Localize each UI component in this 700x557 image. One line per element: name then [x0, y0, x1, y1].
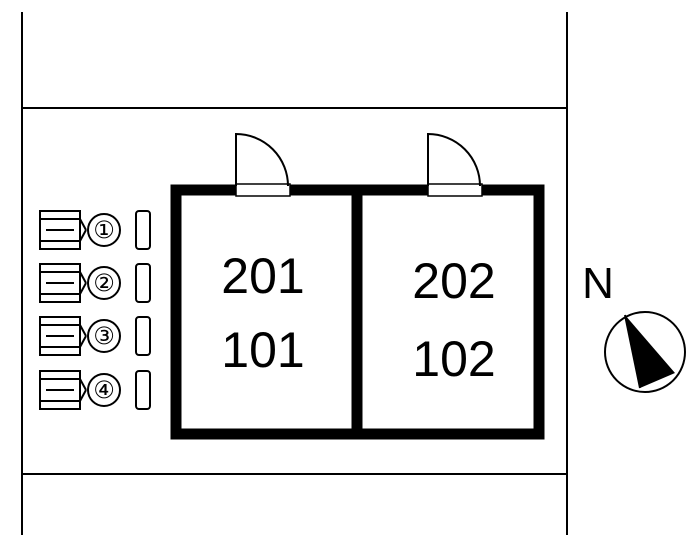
parking-slot: ④	[39, 370, 151, 410]
wheel-stop	[135, 316, 151, 356]
slot-number: ②	[93, 269, 115, 297]
unit-lower-label-right: 102	[412, 331, 495, 387]
building	[170, 184, 545, 440]
parking-slot: ②	[39, 263, 151, 303]
entrance-door-right	[427, 132, 483, 197]
slot-number-circle	[87, 266, 121, 300]
north-arrow-icon	[625, 315, 675, 388]
compass: N	[582, 259, 686, 393]
wheel-stop	[135, 210, 151, 250]
slot-number: ④	[93, 376, 115, 404]
compass-needle-line	[624, 314, 641, 389]
unit-upper-label-left: 201	[221, 248, 304, 304]
slot-number-circle	[87, 319, 121, 353]
entrance-door-left	[235, 132, 291, 197]
slot-number: ①	[93, 216, 115, 244]
site-boundary	[21, 12, 568, 535]
unit-upper-label-right: 202	[412, 253, 495, 309]
slot-number-circle	[87, 373, 121, 407]
wheel-stop	[135, 370, 151, 410]
slot-number: ③	[93, 322, 115, 350]
parking-slot: ①	[39, 210, 151, 250]
slot-number-circle	[87, 213, 121, 247]
parking-slot: ③	[39, 316, 151, 356]
unit-lower-label-left: 101	[221, 322, 304, 378]
wheel-stop	[135, 263, 151, 303]
north-label: N	[582, 259, 614, 308]
parking-area: ① ② ③	[39, 210, 151, 410]
